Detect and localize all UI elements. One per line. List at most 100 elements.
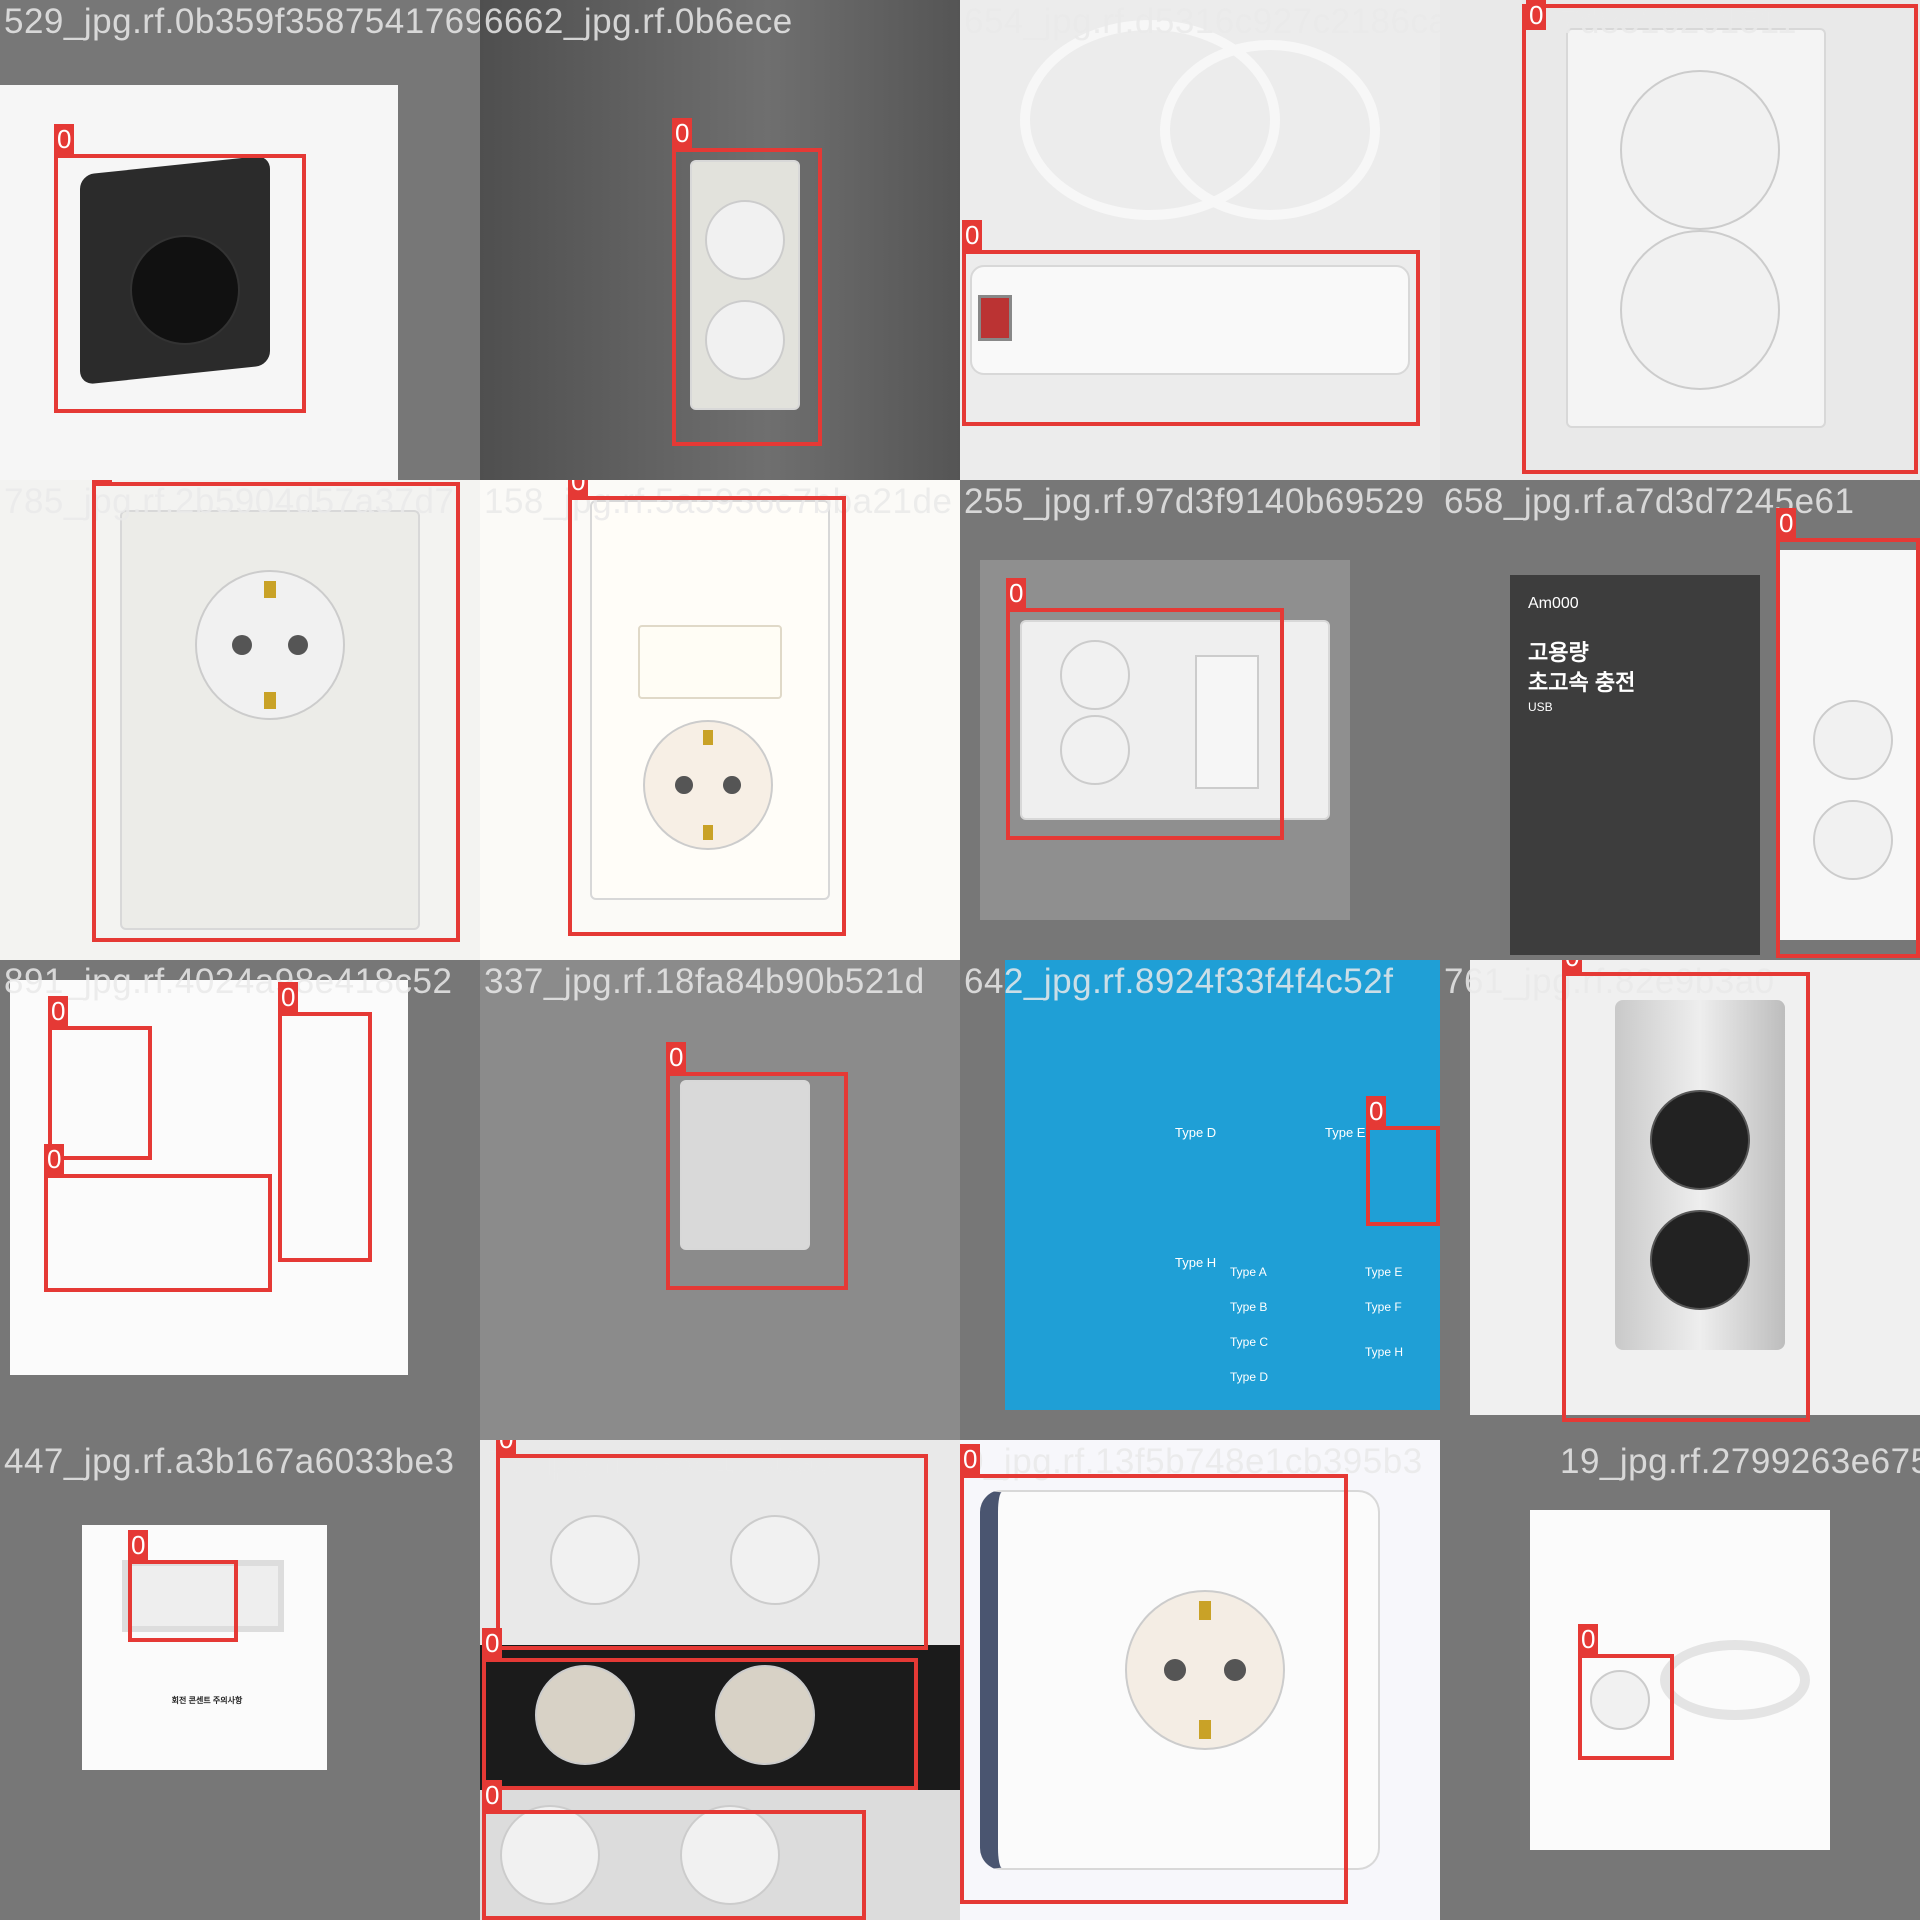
photo (0, 480, 480, 960)
bounding-box: 0 (54, 124, 306, 413)
socket-image (680, 1805, 780, 1905)
filename-label: 337_jpg.rf.18fa84b90b521d (484, 962, 925, 1001)
photo (980, 560, 1350, 920)
filename-label: 19_jpg.rf.2799263e675819a (1560, 1442, 1920, 1481)
class-tag: 0 (482, 1780, 503, 1810)
type-label: Type H (1365, 1345, 1404, 1359)
filename-label: 55_jpg.rf.4a54179ba0 (484, 1442, 835, 1481)
socket-image (1650, 1090, 1750, 1190)
class-tag: 0 (48, 996, 69, 1026)
type-label: Type D (1175, 1125, 1217, 1140)
tile-10: Type D Type E Type H Type A Type B Type … (960, 960, 1440, 1440)
class-tag: 0 (54, 124, 75, 154)
manual-caption: 회전 콘센트 주의사항 (171, 1696, 243, 1705)
type-label: Type D (1230, 1370, 1269, 1384)
filename-label: 255_jpg.rf.97d3f9140b69529 (964, 482, 1425, 521)
socket-image (535, 1665, 635, 1765)
class-tag: 0 (1578, 1624, 1599, 1654)
cable-image (1660, 1640, 1810, 1720)
class-tag: 0 (960, 1444, 981, 1474)
class-tag: 0 (92, 480, 113, 482)
photo (480, 480, 960, 960)
tile-11: 761_jpg.rf.82e9b3a0 0 (1440, 960, 1920, 1440)
bounding-box: 0 (44, 1144, 272, 1292)
tile-9: 337_jpg.rf.18fa84b90b521d 0 (480, 960, 960, 1440)
bounding-box: 0 (496, 1440, 928, 1650)
tile-4: 785_jpg.rf.2b5904d57a37d7 0 (0, 480, 480, 960)
filename-label: 785_jpg.rf.2b5904d57a37d7 (4, 482, 455, 521)
bounding-box: 0 (960, 1444, 1348, 1904)
filename-label: 158_jpg.rf.5a5936c7bba21de (484, 482, 953, 521)
socket-image (1650, 1210, 1750, 1310)
socket-image (550, 1515, 640, 1605)
socket-image (1813, 800, 1893, 880)
filename-label: 7d8316261511 (1560, 2, 1797, 41)
bounding-box: 0 (1578, 1624, 1674, 1760)
tile-15: 19_jpg.rf.2799263e675819a 0 (1440, 1440, 1920, 1920)
network-port-image (1195, 655, 1259, 789)
class-tag: 0 (128, 1530, 149, 1560)
filename-label: 654_jpg.rf.d5316c927c2186ca (964, 2, 1440, 41)
tile-0: 529_jpg.rf.0b359f35875417694627fe7f06dee… (0, 0, 480, 480)
bounding-box: 0 (672, 118, 822, 446)
type-label: Type H (1175, 1255, 1217, 1270)
power-strip-image (970, 265, 1410, 375)
socket-image (1060, 715, 1130, 785)
class-tag: 0 (1366, 1096, 1387, 1126)
tile-6: 255_jpg.rf.97d3f9140b69529 0 (960, 480, 1440, 960)
filename-label: 6662_jpg.rf.0b6ece (484, 2, 793, 41)
socket-image (705, 300, 785, 380)
class-tag: 0 (44, 1144, 65, 1174)
covered-socket-image (680, 1080, 810, 1250)
socket-image (730, 1515, 820, 1605)
bounding-box: 0 (278, 982, 372, 1262)
bounding-box: 0 (1776, 508, 1920, 958)
tile-2: 654_jpg.rf.d5316c927c2186ca 0 (960, 0, 1440, 480)
class-tag: 0 (496, 1440, 517, 1454)
type-label: Type C (1230, 1335, 1269, 1349)
photo (1470, 960, 1920, 1415)
class-tag: 0 (1006, 578, 1027, 608)
class-tag: 0 (1562, 960, 1583, 972)
type-label: Type E (1325, 1125, 1366, 1140)
switch-image (978, 295, 1012, 341)
socket-image (1620, 230, 1780, 390)
photo (480, 1440, 960, 1645)
socket-image (705, 200, 785, 280)
class-tag: 0 (1526, 0, 1547, 30)
poster-title-2: 초고속 충전 (1528, 670, 1636, 695)
filename-label: 529_jpg.rf.0b359f35875417694627fe7f06dee… (4, 2, 480, 41)
photo (480, 960, 960, 1440)
bounding-box: 0 (1522, 0, 1918, 474)
photo (1530, 1510, 1830, 1850)
bounding-box: 0 (1562, 960, 1810, 1422)
poster-brand: Am000 (1528, 595, 1579, 612)
socket-image (130, 235, 240, 345)
type-label: Type E (1365, 1265, 1403, 1279)
socket-image (500, 1805, 600, 1905)
bounding-box: 0 (666, 1042, 848, 1290)
class-tag: 0 (1776, 508, 1797, 538)
bounding-box: 0 (568, 480, 846, 936)
photo (1440, 0, 1920, 480)
bounding-box: 0 (1006, 578, 1284, 840)
photo: 회전 콘센트 주의사항 (82, 1525, 327, 1770)
cable-image (1160, 40, 1380, 220)
socket-image (1060, 640, 1130, 710)
socket-image (1620, 70, 1780, 230)
filename-label: 761_jpg.rf.82e9b3a0 (1444, 962, 1775, 1001)
bounding-box: 0 (128, 1530, 238, 1642)
tile-3: 7d8316261511 0 (1440, 0, 1920, 480)
tile-12: 회전 콘센트 주의사항 447_jpg.rf.a3b167a6033be3 0 (0, 1440, 480, 1920)
class-tag: 0 (568, 480, 589, 496)
tile-13: 55_jpg.rf.4a54179ba0 0 0 0 (480, 1440, 960, 1920)
bounding-box: 0 (482, 1780, 866, 1920)
photo (1778, 550, 1920, 940)
class-tag: 0 (666, 1042, 687, 1072)
tile-1: 6662_jpg.rf.0b6ece 0 (480, 0, 960, 480)
bounding-box: 0 (1366, 1096, 1440, 1226)
class-tag: 0 (962, 220, 983, 250)
socket-image (1813, 700, 1893, 780)
socket-image (715, 1665, 815, 1765)
tile-7: Am000 고용량 초고속 충전 USB 658_jpg.rf.a7d3d724… (1440, 480, 1920, 960)
